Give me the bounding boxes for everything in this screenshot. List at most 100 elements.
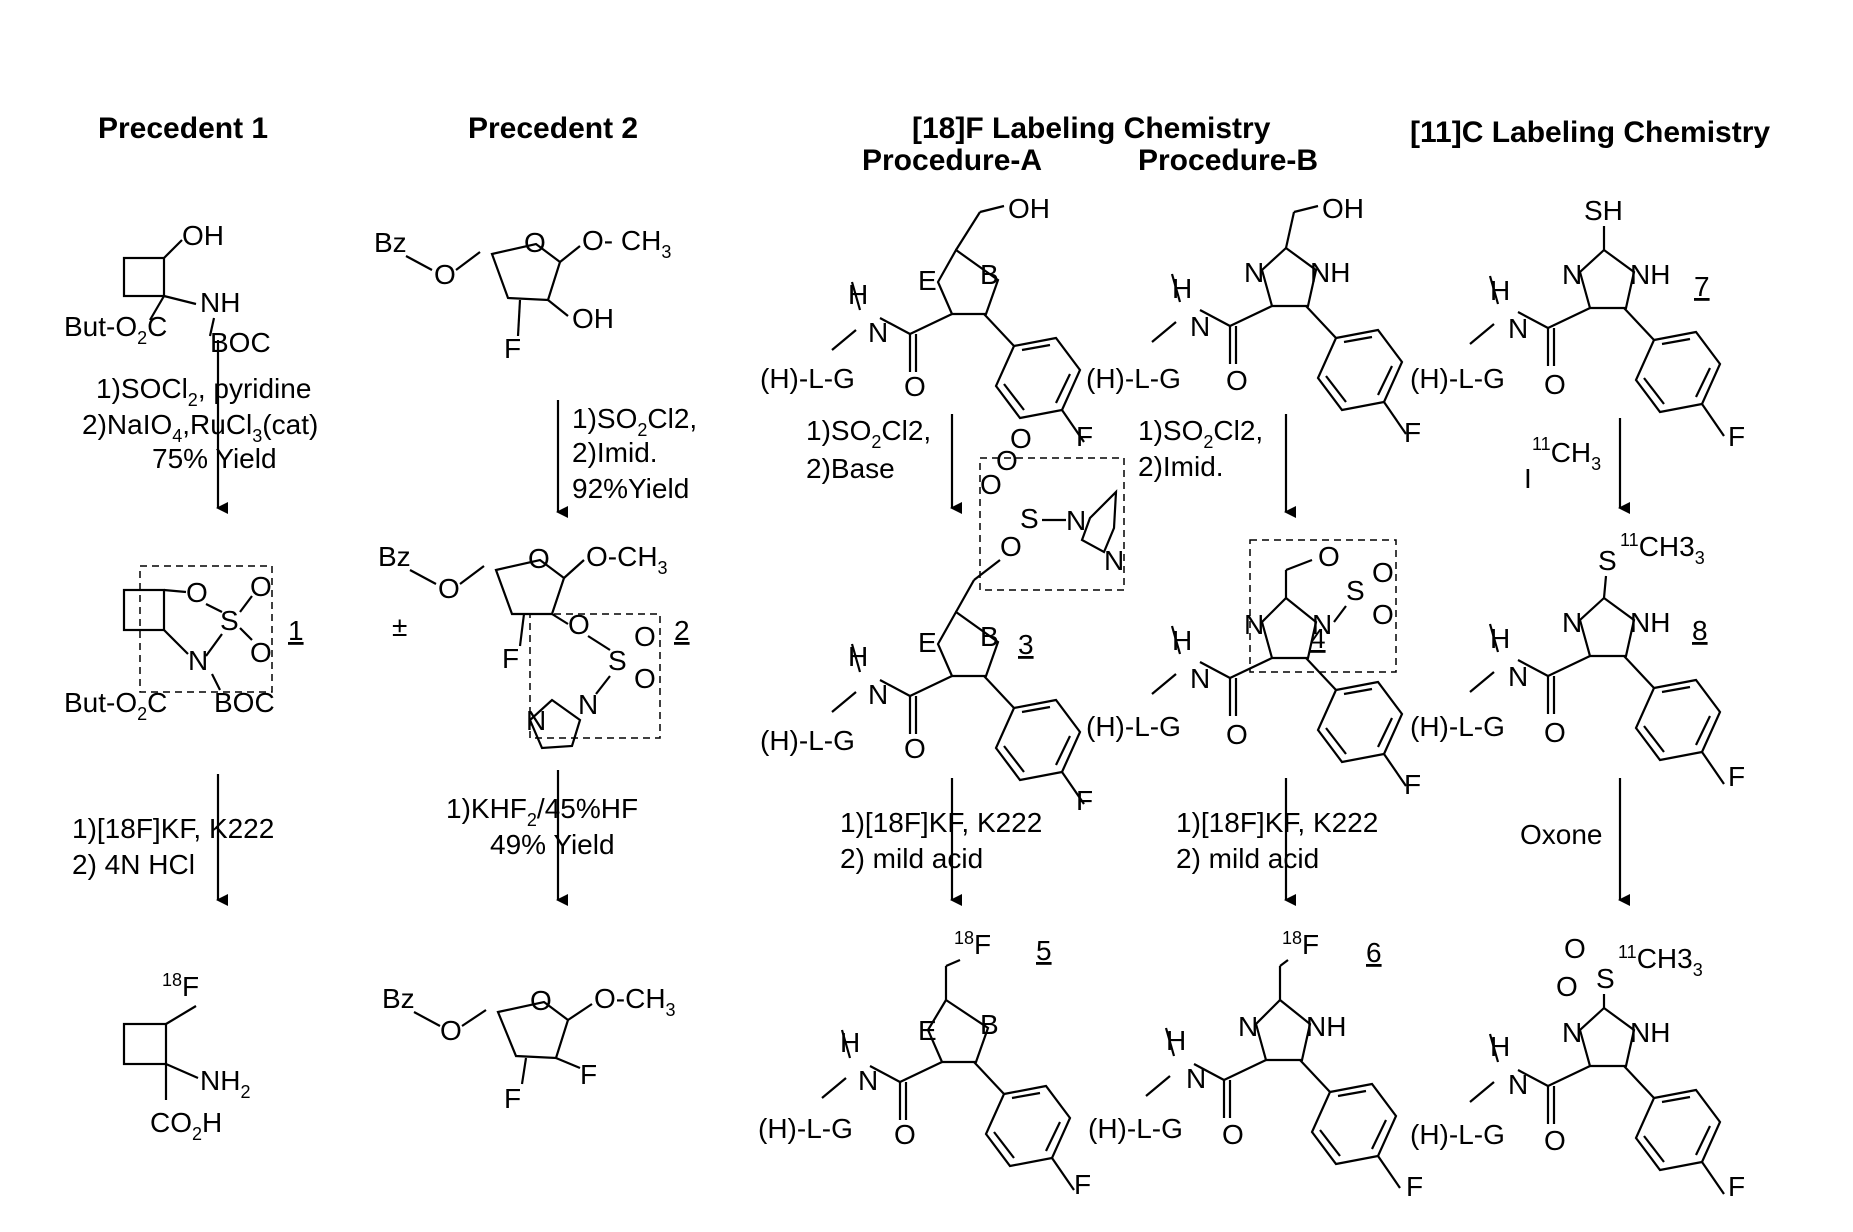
svg-text:18F: 18F bbox=[1282, 928, 1319, 960]
p2-step2-yield: 49% Yield bbox=[490, 829, 615, 860]
svg-text:O: O bbox=[438, 573, 460, 604]
compound-5: 18F E B F N H O (H)-L-G 5 bbox=[758, 928, 1091, 1200]
svg-text:NH: NH bbox=[200, 287, 240, 318]
svg-text:S: S bbox=[220, 605, 239, 636]
svg-text:CO2H: CO2H bbox=[150, 1107, 222, 1144]
svg-text:O: O bbox=[1226, 719, 1248, 750]
svg-text:N: N bbox=[188, 645, 208, 676]
p1-step2-line2: 2) 4N HCl bbox=[72, 849, 195, 880]
svg-text:B: B bbox=[980, 259, 999, 290]
svg-text:O: O bbox=[1544, 717, 1566, 748]
svg-text:Bz: Bz bbox=[382, 983, 415, 1014]
p1-step2-line1: 1)[18F]KF, K222 bbox=[72, 813, 274, 844]
svg-text:F: F bbox=[1076, 785, 1093, 816]
svg-text:NH2: NH2 bbox=[200, 1065, 250, 1102]
svg-text:N: N bbox=[526, 705, 546, 736]
svg-text:(H)-L-G: (H)-L-G bbox=[760, 725, 855, 756]
svg-text:O: O bbox=[904, 371, 926, 402]
svg-text:NH: NH bbox=[1630, 259, 1670, 290]
svg-text:O-CH3: O-CH3 bbox=[586, 541, 668, 578]
svg-text:F: F bbox=[504, 1083, 521, 1114]
svg-text:O: O bbox=[528, 543, 550, 574]
svg-text:N: N bbox=[1238, 1011, 1258, 1042]
svg-text:F: F bbox=[1076, 421, 1093, 452]
svg-text:F: F bbox=[1728, 761, 1745, 792]
p1-step1-yield: 75% Yield bbox=[152, 443, 277, 474]
compound-6: 18F N NH F N H O (H)-L-G 6 bbox=[1088, 928, 1423, 1202]
svg-text:NH: NH bbox=[1306, 1011, 1346, 1042]
svg-text:11CH33: 11CH33 bbox=[1620, 530, 1705, 568]
b-step2-line1: 1)[18F]KF, K222 bbox=[1176, 807, 1378, 838]
a-step2-line1: 1)[18F]KF, K222 bbox=[840, 807, 1042, 838]
svg-text:S: S bbox=[1346, 575, 1365, 606]
svg-text:NH: NH bbox=[1310, 257, 1350, 288]
svg-text:O: O bbox=[980, 469, 1002, 500]
svg-text:N: N bbox=[1312, 609, 1332, 640]
p1-step1b-conditions: 2)NaIO4,RuCl3(cat) bbox=[82, 409, 318, 446]
svg-text:O- CH3: O- CH3 bbox=[582, 225, 671, 262]
svg-text:(H)-L-G: (H)-L-G bbox=[758, 1113, 853, 1144]
header-procedure-a: Procedure-A bbox=[862, 144, 1042, 177]
svg-text:(H)-L-G: (H)-L-G bbox=[1410, 363, 1505, 394]
a-step2-line2: 2) mild acid bbox=[840, 843, 983, 874]
svg-text:O: O bbox=[634, 663, 656, 694]
final-product-c11: O O S 11CH33 N NH F N H O (H)-L-G bbox=[1410, 933, 1745, 1202]
a-step1-line2: 2)Base bbox=[806, 453, 895, 484]
svg-text:OH: OH bbox=[1322, 193, 1364, 224]
svg-text:F: F bbox=[1404, 417, 1421, 448]
svg-text:O: O bbox=[894, 1119, 916, 1150]
svg-text:O: O bbox=[1372, 599, 1394, 630]
svg-text:(H)-L-G: (H)-L-G bbox=[1410, 1119, 1505, 1150]
svg-text:S: S bbox=[608, 645, 627, 676]
svg-text:H: H bbox=[1490, 275, 1510, 306]
header-f18-labeling: [18]F Labeling Chemistry bbox=[912, 112, 1271, 145]
svg-text:N: N bbox=[1190, 663, 1210, 694]
svg-text:N: N bbox=[1244, 257, 1264, 288]
svg-text:N: N bbox=[1104, 545, 1124, 576]
svg-text:OH: OH bbox=[572, 303, 614, 334]
p2-step1-yield: 92%Yield bbox=[572, 473, 689, 504]
svg-text:N: N bbox=[858, 1065, 878, 1096]
svg-text:N: N bbox=[1186, 1063, 1206, 1094]
svg-text:2: 2 bbox=[674, 615, 690, 646]
svg-text:N: N bbox=[1508, 1069, 1528, 1100]
svg-text:F: F bbox=[502, 643, 519, 674]
svg-text:O: O bbox=[1000, 531, 1022, 562]
svg-text:H: H bbox=[1490, 623, 1510, 654]
compound-4: O S O O N N F N H O (H)-L-G 4 bbox=[1086, 539, 1421, 800]
svg-text:H: H bbox=[1490, 1031, 1510, 1062]
svg-text:F: F bbox=[1074, 1169, 1091, 1200]
svg-text:E: E bbox=[918, 627, 937, 658]
svg-text:E: E bbox=[918, 265, 937, 296]
svg-text:O-CH3: O-CH3 bbox=[594, 983, 676, 1020]
svg-text:O: O bbox=[996, 445, 1018, 476]
svg-text:But-O2C: But-O2C bbox=[64, 687, 167, 724]
svg-text:Bz: Bz bbox=[374, 227, 407, 258]
svg-text:F: F bbox=[1404, 769, 1421, 800]
svg-text:But-O2C: But-O2C bbox=[64, 311, 167, 348]
svg-text:O: O bbox=[440, 1015, 462, 1046]
svg-text:(H)-L-G: (H)-L-G bbox=[760, 363, 855, 394]
svg-text:(H)-L-G: (H)-L-G bbox=[1086, 711, 1181, 742]
svg-text:NH: NH bbox=[1630, 1017, 1670, 1048]
svg-text:5: 5 bbox=[1036, 935, 1052, 966]
b-step1-line2: 2)Imid. bbox=[1138, 451, 1224, 482]
svg-text:F: F bbox=[1406, 1171, 1423, 1202]
svg-text:OH: OH bbox=[1008, 193, 1050, 224]
svg-text:H: H bbox=[1166, 1025, 1186, 1056]
a-step1-line1: 1)SO2Cl2, bbox=[806, 415, 931, 452]
svg-text:18F: 18F bbox=[162, 970, 199, 1002]
svg-text:N: N bbox=[1562, 607, 1582, 638]
c-step1-reagent: 11CH3 bbox=[1532, 434, 1601, 474]
svg-text:11CH33: 11CH33 bbox=[1618, 942, 1703, 980]
svg-text:O: O bbox=[1556, 971, 1578, 1002]
svg-text:S: S bbox=[1020, 503, 1039, 534]
svg-text:N: N bbox=[1508, 661, 1528, 692]
compound-1: O S O O N BOC But-O2C 1 bbox=[64, 565, 304, 724]
svg-text:N: N bbox=[1066, 505, 1086, 536]
svg-text:8: 8 bbox=[1692, 615, 1708, 646]
svg-text:F: F bbox=[1728, 1171, 1745, 1202]
final-product-p1: 18F NH2 CO2H bbox=[122, 970, 250, 1144]
svg-text:N: N bbox=[1244, 609, 1264, 640]
